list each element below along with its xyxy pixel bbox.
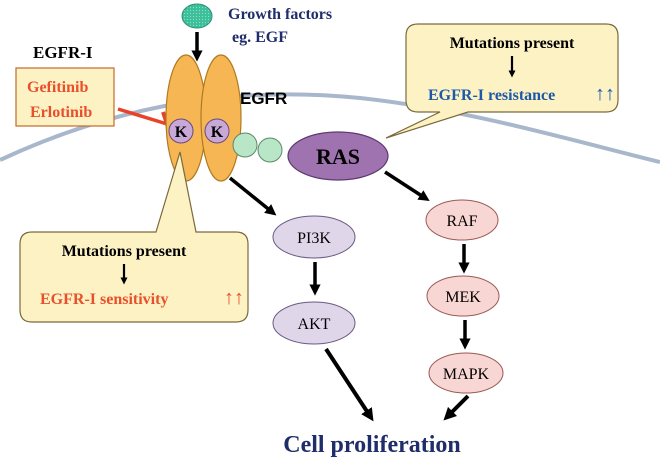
ras-node <box>287 131 389 181</box>
akt-node <box>272 301 356 345</box>
ras-callout-title: Mutations present <box>450 35 575 52</box>
mapk-label: MAPK <box>443 366 490 383</box>
ras-to-raf-arrow <box>384 170 430 202</box>
ras-label: RAS <box>316 144 360 169</box>
mapk-node <box>428 352 504 394</box>
egfr-to-pi3k-arrow <box>228 176 277 216</box>
linker-bead-2 <box>257 137 283 163</box>
linker-bead-1 <box>232 132 258 158</box>
mek-label: MEK <box>445 289 481 306</box>
inhibitor-drug-box <box>15 67 115 127</box>
egfr-callout-outcome: EGFR-I sensitivity <box>40 291 168 308</box>
akt-label: AKT <box>298 316 331 333</box>
growth-factor-ligand <box>181 3 213 29</box>
kinase-domain-left-label: K <box>175 124 188 141</box>
kinase-domain-left <box>168 118 194 144</box>
growth-factors-label: Growth factors <box>228 6 332 23</box>
egfr-label: EGFR <box>240 89 287 108</box>
egfr-subunit-right <box>200 54 242 182</box>
gefitinib-label: Gefitinib <box>27 79 88 96</box>
pi3k-node <box>272 215 356 259</box>
egfr-callout-title: Mutations present <box>62 243 187 260</box>
egfr-inhibitor-heading: EGFR-I <box>33 43 93 62</box>
erlotinib-label: Erlotinib <box>30 104 92 121</box>
sensitivity-increase-icon: ↑↑ <box>224 287 244 309</box>
resistance-increase-icon: ↑↑ <box>595 83 615 105</box>
inhibition-line <box>117 107 168 126</box>
cell-proliferation-label: Cell proliferation <box>283 432 461 458</box>
egfr-subunit-left <box>165 54 207 182</box>
pi3k-label: PI3K <box>297 230 331 247</box>
egfr-mutation-callout <box>19 151 249 323</box>
mek-node <box>426 275 500 317</box>
raf-node <box>425 199 499 241</box>
ras-callout-outcome: EGFR-I resistance <box>428 87 555 104</box>
kinase-domain-right-label: K <box>211 124 224 141</box>
mapk-to-proliferation-arrow <box>443 394 470 421</box>
egf-example-label: eg. EGF <box>232 29 288 46</box>
raf-label: RAF <box>446 213 477 230</box>
akt-to-proliferation-arrow <box>324 347 374 422</box>
kinase-domain-right <box>204 118 230 144</box>
ras-mutation-callout <box>385 23 619 139</box>
cell-membrane <box>0 92 660 164</box>
